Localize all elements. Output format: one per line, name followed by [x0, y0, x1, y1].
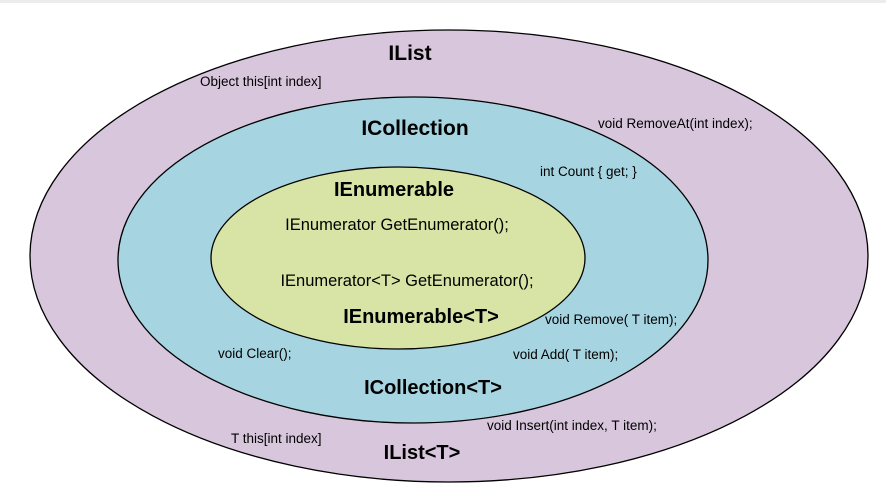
top-divider: [0, 0, 886, 3]
icollection-generic-title: ICollection<T>: [364, 377, 502, 399]
icollection-add-label: void Add( T item);: [513, 347, 618, 362]
ilist-generic-indexer-label: T this[int index]: [231, 431, 322, 446]
ienumerable-generic-title: IEnumerable<T>: [343, 306, 499, 328]
ilist-title: IList: [388, 42, 431, 65]
icollection-clear-label: void Clear();: [218, 346, 292, 361]
ilist-removeat-label: void RemoveAt(int index);: [598, 116, 753, 131]
ienumerable-ellipse: [210, 166, 586, 350]
icollection-remove-label: void Remove( T item);: [545, 312, 677, 327]
ilist-indexer-label: Object this[int index]: [200, 74, 322, 89]
ienumerable-generic-getenumerator-label: IEnumerator<T> GetEnumerator();: [280, 272, 533, 290]
ilist-insert-label: void Insert(int index, T item);: [487, 418, 657, 433]
ienumerable-getenumerator-label: IEnumerator GetEnumerator();: [285, 216, 509, 234]
icollection-title: ICollection: [361, 117, 468, 140]
ilist-generic-title: IList<T>: [384, 442, 461, 464]
icollection-count-label: int Count { get; }: [540, 164, 637, 179]
ienumerable-title: IEnumerable: [334, 179, 454, 201]
